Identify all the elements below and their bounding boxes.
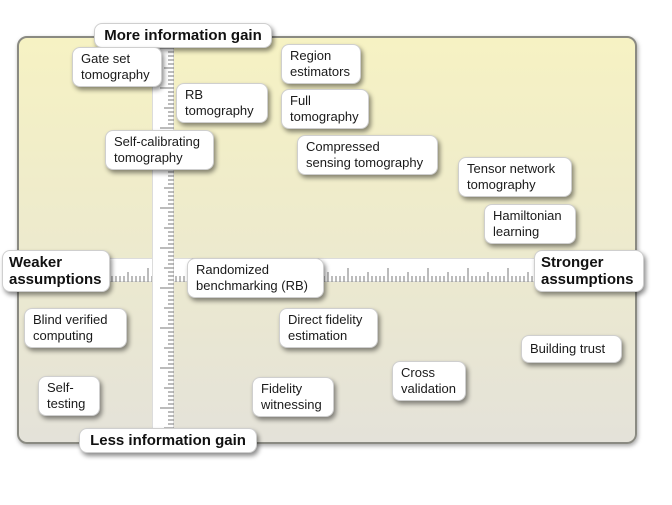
gate-set-tomography-box: Gate set tomography: [72, 47, 162, 87]
randomized-benchmarking-box: Randomized benchmarking (RB): [187, 258, 324, 298]
compressed-sensing-tomography-box: Compressed sensing tomography: [297, 135, 438, 175]
fidelity-witnessing-box: Fidelity witnessing: [252, 377, 334, 417]
weaker-assumptions-label: Weaker assumptions: [2, 250, 110, 292]
region-estimators-box: Region estimators: [281, 44, 361, 84]
rb-tomography-box: RB tomography: [176, 83, 268, 123]
more-information-gain-label: More information gain: [94, 23, 272, 48]
self-calibrating-tomography-box: Self-calibrating tomography: [105, 130, 214, 170]
tensor-network-tomography-box: Tensor network tomography: [458, 157, 572, 197]
vertical-axis-ruler: [152, 44, 174, 432]
hamiltonian-learning-box: Hamiltonian learning: [484, 204, 576, 244]
self-testing-box: Self- testing: [38, 376, 100, 416]
full-tomography-box: Full tomography: [281, 89, 369, 129]
blind-verified-computing-box: Blind verified computing: [24, 308, 127, 348]
building-trust-box: Building trust: [521, 335, 622, 363]
cross-validation-box: Cross validation: [392, 361, 466, 401]
less-information-gain-label: Less information gain: [79, 428, 257, 453]
stronger-assumptions-label: Stronger assumptions: [534, 250, 644, 292]
direct-fidelity-estimation-box: Direct fidelity estimation: [279, 308, 378, 348]
